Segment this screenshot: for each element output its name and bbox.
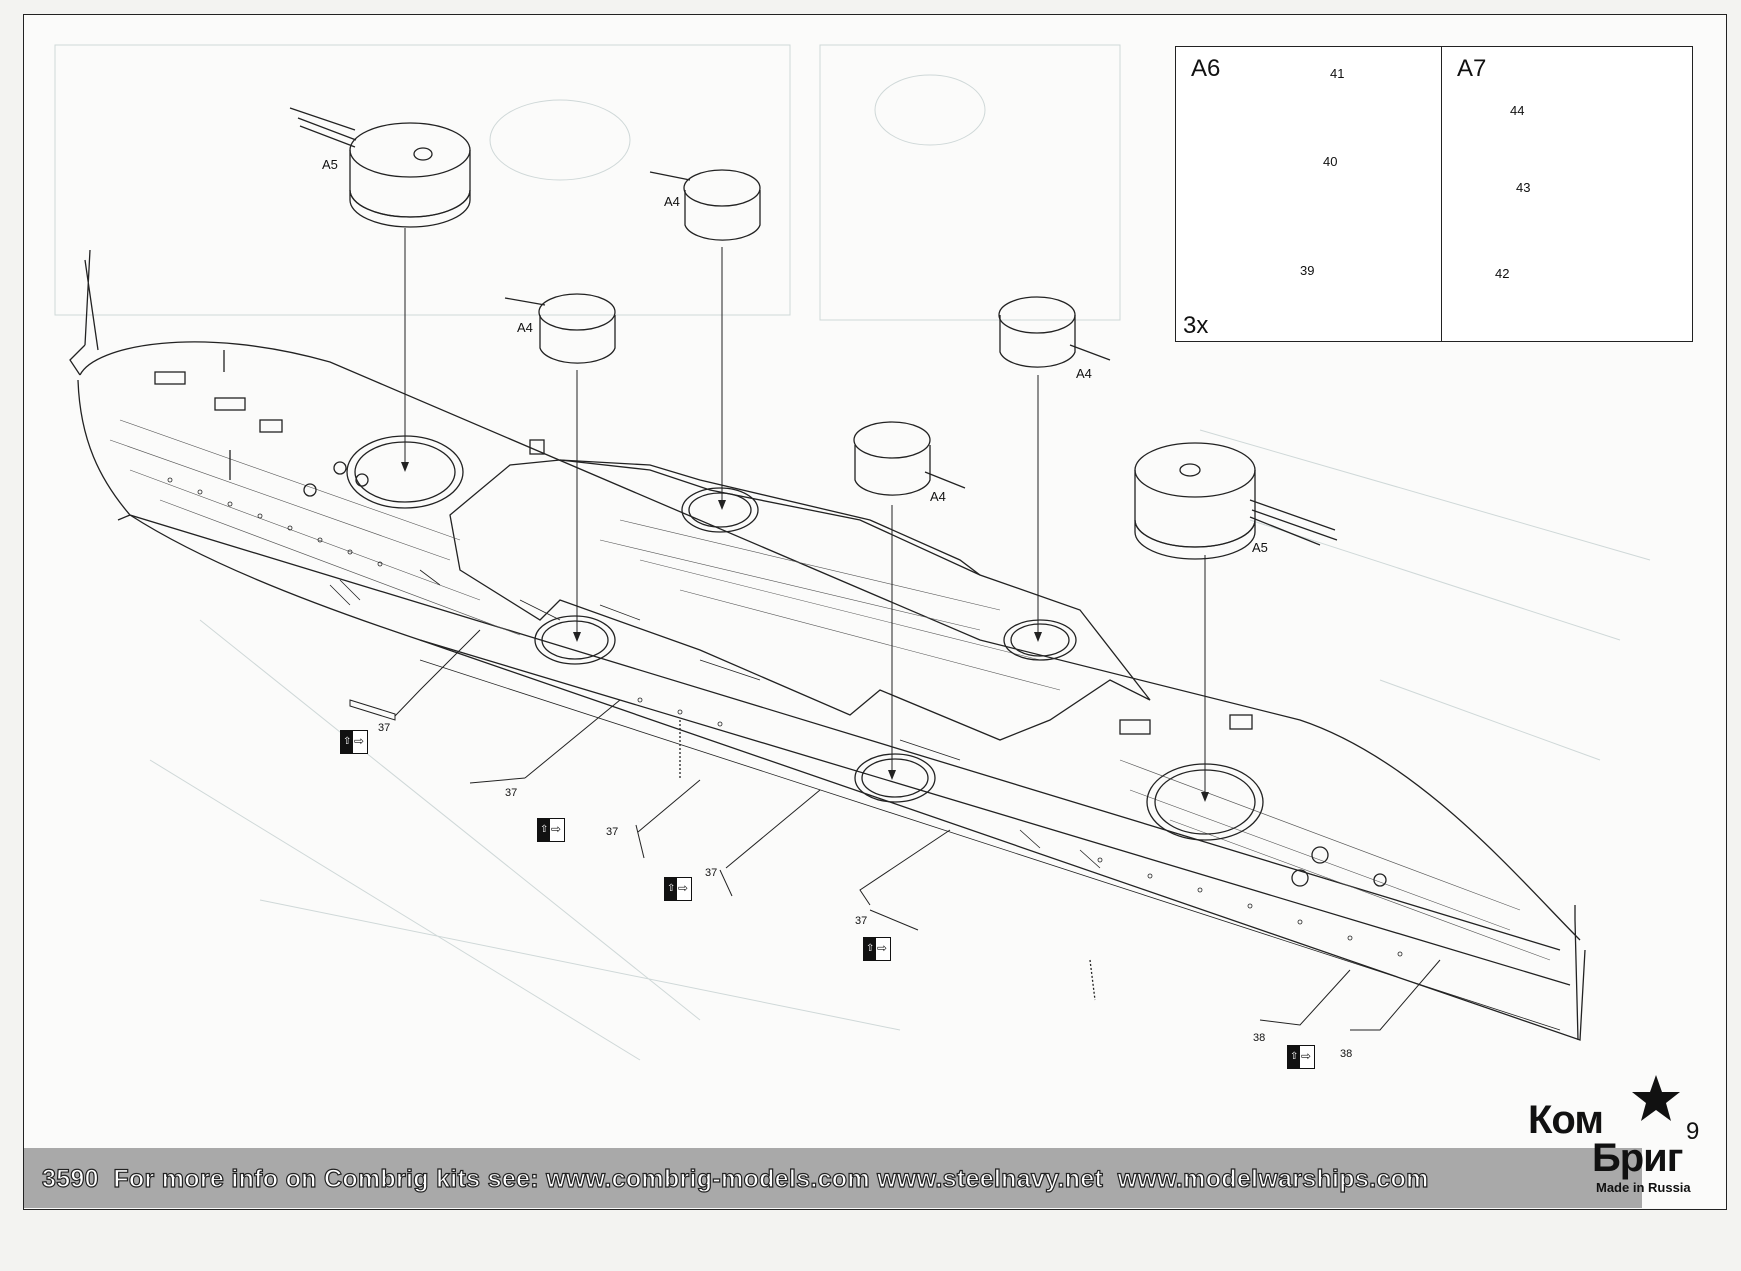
turret-label-a5-fore: A5 (322, 157, 338, 172)
part-label-38: 38 (1253, 1032, 1266, 1044)
turret-a5-aft (1134, 442, 1338, 560)
part-label-37: 37 (378, 722, 391, 734)
barbette-sec-2 (681, 487, 759, 533)
combrig-star-icon (1632, 1075, 1680, 1121)
logo-top: Ком (1528, 1098, 1604, 1142)
part-label-41: 41 (1330, 66, 1345, 81)
turret-a4-2 (504, 293, 616, 364)
part-label-40: 40 (1323, 154, 1338, 169)
inset-a6-quantity: 3x (1183, 312, 1209, 339)
turret-a5-fore (289, 107, 471, 228)
turn-over-arrow-icon: ⇧⇨ (537, 818, 565, 842)
barbette-sec-1 (534, 615, 616, 665)
part-label-38: 38 (1340, 1048, 1353, 1060)
turret-label-a4-4: A4 (930, 489, 946, 504)
turn-over-arrow-icon: ⇧⇨ (664, 877, 692, 901)
turret-label-a4-2: A4 (517, 320, 533, 335)
part-label-43: 43 (1516, 180, 1531, 195)
page-number: 9 (1686, 1118, 1700, 1145)
logo-bottom: Бриг (1592, 1136, 1683, 1180)
made-in-russia: Made in Russia (1596, 1180, 1691, 1195)
hull-deck-outline (79, 341, 1581, 941)
turret-label-a4-3: A4 (1076, 366, 1092, 381)
turn-over-arrow-icon: ⇧⇨ (863, 937, 891, 961)
part-label-42: 42 (1495, 266, 1510, 281)
turn-over-arrow-icon: ⇧⇨ (1287, 1045, 1315, 1069)
footer-info: 3590 For more info on Combrig kits see: … (41, 1164, 1429, 1194)
inset-a6 (1175, 46, 1442, 342)
inset-a6-title: A6 (1191, 55, 1221, 82)
turret-label-a5-aft: A5 (1252, 540, 1268, 555)
turn-over-arrow-icon: ⇧⇨ (340, 730, 368, 754)
part-label-37: 37 (705, 867, 718, 879)
footer-links: For more info on Combrig kits see: www.c… (113, 1164, 1429, 1193)
part-label-37: 37 (606, 826, 619, 838)
footer-bar (24, 1148, 1642, 1208)
part-label-37: 37 (505, 787, 518, 799)
barbette-sec-3 (854, 753, 936, 803)
inset-a7 (1441, 46, 1693, 342)
part-label-39: 39 (1300, 263, 1315, 278)
part-label-44: 44 (1510, 103, 1525, 118)
superstructure-outline (449, 459, 1151, 741)
kit-number: 3590 (41, 1164, 99, 1193)
part-label-37: 37 (855, 915, 868, 927)
turret-label-a4-1: A4 (664, 194, 680, 209)
inset-a7-title: A7 (1457, 55, 1487, 82)
barbette-sec-4 (1003, 619, 1077, 661)
turret-a4-3 (998, 296, 1111, 368)
turret-a4-4 (853, 421, 966, 496)
turret-a4-1 (649, 169, 761, 241)
